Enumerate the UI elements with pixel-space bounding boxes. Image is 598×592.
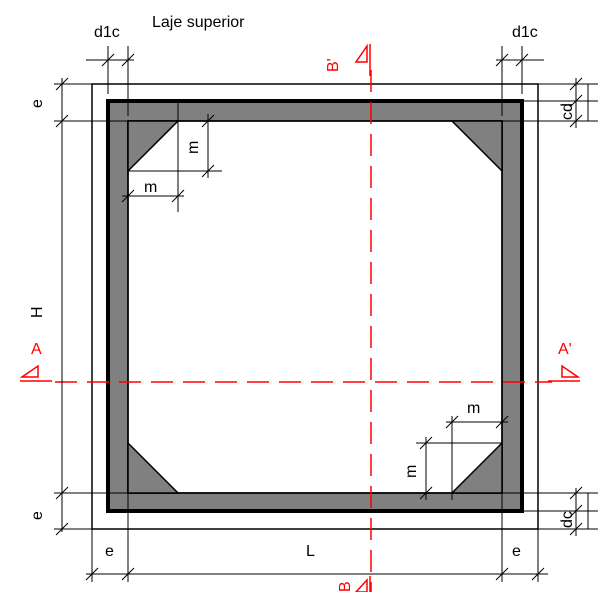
- m-top-vertical-label: m: [185, 141, 202, 154]
- wall-band: [107, 100, 523, 512]
- section-b-label: B: [337, 581, 354, 592]
- e-bottom-x-left-label: e: [105, 543, 114, 560]
- dc-bottom-label: dc: [559, 511, 576, 528]
- title-label: Laje superior: [152, 14, 245, 31]
- section-marker-a-prime-icon: [561, 364, 581, 378]
- cd-top-label: cd: [559, 103, 576, 120]
- e-top-left-label: e: [29, 99, 46, 108]
- haunch-bottom-left: [127, 441, 180, 494]
- e-bottom-x-right-label: e: [512, 543, 521, 560]
- d1c-right-label: d1c: [512, 24, 538, 41]
- m-bottom-horizontal-label: m: [467, 400, 480, 417]
- wall-outer-edge: [106, 99, 524, 513]
- section-a-label: A: [31, 341, 42, 358]
- section-marker-a-icon: [19, 364, 39, 378]
- h-label: H: [29, 306, 46, 318]
- d1c-left-label: d1c: [94, 24, 120, 41]
- section-marker-b-icon: [354, 578, 368, 592]
- wall-inner-edge: [127, 120, 503, 494]
- haunch-top-left: [127, 120, 180, 173]
- haunch-bottom-right: [450, 441, 503, 494]
- haunch-top-right: [450, 120, 503, 173]
- m-top-horizontal-label: m: [144, 179, 157, 196]
- l-label: L: [306, 543, 315, 560]
- dimension-lines: [54, 46, 598, 582]
- section-b-prime-label: B': [325, 58, 342, 72]
- m-bottom-vertical-label: m: [403, 465, 420, 478]
- section-marker-b-prime-icon: [354, 43, 368, 63]
- e-bottom-left-label: e: [29, 511, 46, 520]
- outer-slab-outline: [91, 83, 539, 530]
- section-a-prime-label: A': [558, 341, 572, 358]
